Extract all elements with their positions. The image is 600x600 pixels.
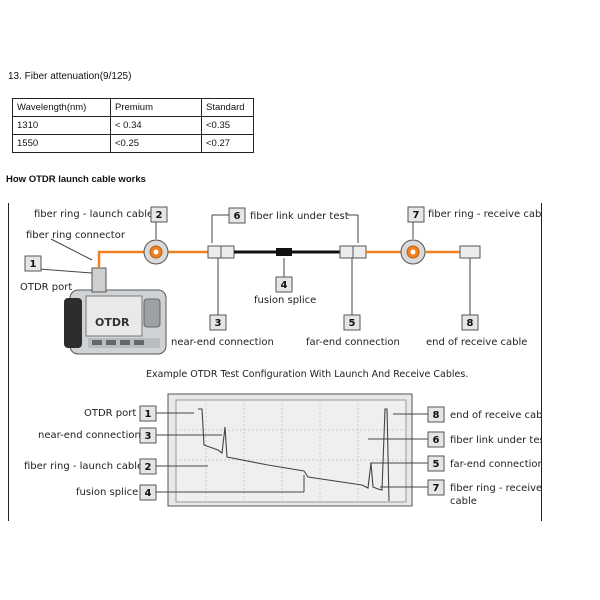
callout-number-1: 1 (24, 255, 42, 272)
svg-text:4: 4 (281, 280, 288, 291)
svg-text:1: 1 (145, 409, 152, 420)
table-header-cell: Wavelength(nm) (12, 98, 111, 117)
callout-number-3: 3 (209, 314, 227, 331)
table-header-cell: Standard (201, 98, 254, 117)
trace-label-fusion-splice: fusion splice (76, 487, 138, 498)
trace-label-end-receive: end of receive cable (450, 410, 542, 421)
table-cell: 1550 (12, 134, 111, 153)
table-cell: < 0.34 (110, 116, 202, 135)
callout-number-6: 6 (228, 207, 246, 224)
trace-number-1: 1 (139, 405, 157, 422)
trace-number-4: 4 (139, 484, 157, 501)
otdr-section-title: How OTDR launch cable works (6, 174, 146, 185)
label-otdr-port: OTDR port (20, 282, 72, 293)
table-row: 1550 <0.25 <0.27 (12, 134, 254, 153)
label-end-receive: end of receive cable (426, 337, 527, 348)
attenuation-table: Wavelength(nm) Premium Standard 1310 < 0… (12, 98, 254, 153)
diagram-caption: Example OTDR Test Configuration With Lau… (146, 369, 468, 380)
otdr-trace-screen (167, 393, 413, 507)
callout-number-7: 7 (407, 206, 425, 223)
svg-text:6: 6 (234, 211, 241, 222)
table-cell: 1310 (12, 116, 111, 135)
label-ring-connector: fiber ring connector (26, 230, 126, 241)
trace-number-5: 5 (427, 455, 445, 472)
trace-label-near-end: near-end connection (38, 430, 141, 441)
label-launch-cable: fiber ring - launch cable (34, 209, 153, 220)
label-receive-cable: fiber ring - receive cable (428, 209, 542, 220)
label-far-end: far-end connection (306, 337, 400, 348)
callout-number-5: 5 (343, 314, 361, 331)
svg-text:7: 7 (413, 210, 420, 221)
svg-text:3: 3 (145, 431, 152, 442)
svg-text:5: 5 (349, 318, 356, 329)
trace-number-6: 6 (427, 431, 445, 448)
table-row: 1310 < 0.34 <0.35 (12, 116, 254, 135)
trace-label-receive-cable: fiber ring - receive cable (450, 483, 542, 507)
table-cell: <0.27 (201, 134, 254, 153)
svg-text:6: 6 (433, 435, 440, 446)
otdr-diagram: OTDR fiber ring - launch cable fiber rin… (8, 203, 542, 521)
label-fusion-splice: fusion splice (254, 295, 316, 306)
svg-text:2: 2 (145, 462, 152, 473)
table-header-cell: Premium (110, 98, 202, 117)
table-cell: <0.25 (110, 134, 202, 153)
label-near-end: near-end connection (171, 337, 274, 348)
trace-number-8: 8 (427, 406, 445, 423)
table-cell: <0.35 (201, 116, 254, 135)
trace-label-far-end: far-end connection (450, 459, 542, 470)
callout-number-8: 8 (461, 314, 479, 331)
svg-text:3: 3 (215, 318, 222, 329)
svg-text:7: 7 (433, 483, 440, 494)
svg-text:1: 1 (30, 259, 37, 270)
svg-text:4: 4 (145, 488, 152, 499)
fusion-splice-marker (276, 248, 292, 256)
otdr-device-illustration (64, 267, 167, 355)
table-header-row: Wavelength(nm) Premium Standard (12, 98, 254, 117)
svg-text:8: 8 (467, 318, 474, 329)
label-link-under-test: fiber link under test (250, 211, 349, 222)
trace-label-otdr-port: OTDR port (84, 408, 136, 419)
launch-cable-ring (143, 239, 169, 265)
callout-number-2: 2 (150, 206, 168, 223)
callout-number-4: 4 (275, 276, 293, 293)
trace-label-link-under-test: fiber link under test (450, 435, 542, 446)
receive-cable-end-connector (459, 245, 481, 259)
trace-number-2: 2 (139, 458, 157, 475)
receive-cable-ring (400, 239, 426, 265)
section-title: 13. Fiber attenuation(9/125) (8, 71, 132, 82)
svg-text:8: 8 (433, 410, 440, 421)
trace-number-7: 7 (427, 479, 445, 496)
trace-number-3: 3 (139, 427, 157, 444)
svg-text:5: 5 (433, 459, 440, 470)
otdr-device-label: OTDR (95, 316, 130, 329)
svg-text:2: 2 (156, 210, 163, 221)
trace-label-launch-cable: fiber ring - launch cable (24, 461, 143, 472)
